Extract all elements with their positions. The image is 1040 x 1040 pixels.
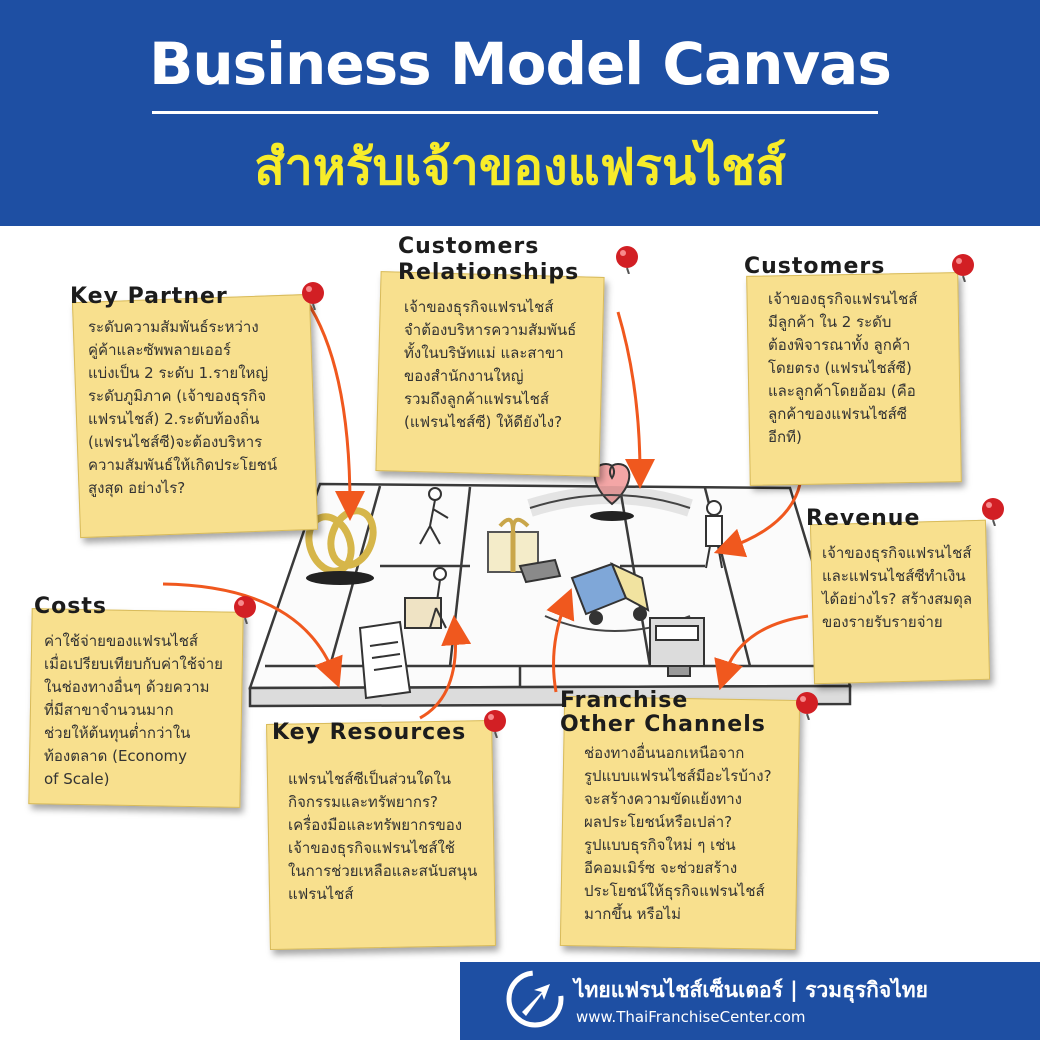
connector-arrows bbox=[162, 299, 809, 720]
pushpin-icon bbox=[982, 498, 1004, 526]
page-subtitle: สำหรับเจ้าของแฟรนไชส์ bbox=[254, 138, 786, 196]
key-resources-heading: Key Resources bbox=[272, 720, 467, 745]
costs-heading: Costs bbox=[34, 594, 107, 619]
footer-banner bbox=[460, 962, 1040, 1040]
pushpin-icon bbox=[796, 692, 818, 720]
truck-icon bbox=[570, 562, 650, 625]
key-partner-body: ระดับความสัมพันธ์ระหว่าง คู่ค้าและซัพพลา… bbox=[88, 318, 278, 497]
customers-relationships-body: เจ้าของธุรกิจแฟรนไชส์ จำต้องบริหารความสั… bbox=[404, 298, 577, 431]
laptop-icon bbox=[518, 558, 562, 584]
pushpin-icon bbox=[302, 282, 324, 310]
pushpin-icon bbox=[484, 710, 506, 738]
revenue-body: เจ้าของธุรกิจแฟรนไชส์ และแฟรนไชส์ซีทำเงิ… bbox=[822, 544, 973, 631]
header-banner: Business Model Canvas สำหรับเจ้าของแฟรนไ… bbox=[0, 0, 1040, 226]
customers-relationships-heading-line1: Customers bbox=[398, 234, 540, 259]
page-title: Business Model Canvas bbox=[149, 30, 892, 98]
canvas-illustration bbox=[162, 299, 852, 720]
customers-heading: Customers bbox=[744, 254, 886, 279]
worker-icon bbox=[404, 567, 447, 629]
pushpin-icon bbox=[616, 246, 638, 274]
document-icon bbox=[358, 620, 412, 700]
customers-body: เจ้าของธุรกิจแฟรนไชส์ มีลูกค้า ใน 2 ระดั… bbox=[768, 290, 918, 446]
key-resources-body: แฟรนไชส์ซีเป็นส่วนใดใน กิจกรรมและทรัพยาก… bbox=[288, 770, 478, 903]
key-partner-heading: Key Partner bbox=[70, 284, 228, 309]
cash-register-icon bbox=[649, 617, 705, 677]
title-divider bbox=[152, 111, 878, 114]
customers-relationships-heading-line2: Relationships bbox=[398, 260, 580, 285]
revenue-heading: Revenue bbox=[806, 506, 921, 531]
costs-body: ค่าใช้จ่ายของแฟรนไชส์ เมื่อเปรียบเทียบกั… bbox=[44, 632, 223, 788]
pushpin-icon bbox=[234, 596, 256, 624]
pushpin-icon bbox=[952, 254, 974, 282]
arrow-logo-icon bbox=[506, 970, 564, 1028]
franchise-channels-heading-line2: Other Channels bbox=[560, 712, 766, 737]
footer-url[interactable]: www.ThaiFranchiseCenter.com bbox=[576, 1008, 806, 1026]
worker-icon bbox=[419, 487, 449, 545]
franchise-channels-heading-line1: Franchise bbox=[560, 688, 689, 713]
footer-brand: ไทยแฟรนไชส์เซ็นเตอร์ | รวมธุรกิจไทย bbox=[574, 978, 928, 1002]
franchise-channels-body: ช่องทางอื่นนอกเหนือจาก รูปแบบแฟรนไชส์มีอ… bbox=[584, 744, 772, 923]
